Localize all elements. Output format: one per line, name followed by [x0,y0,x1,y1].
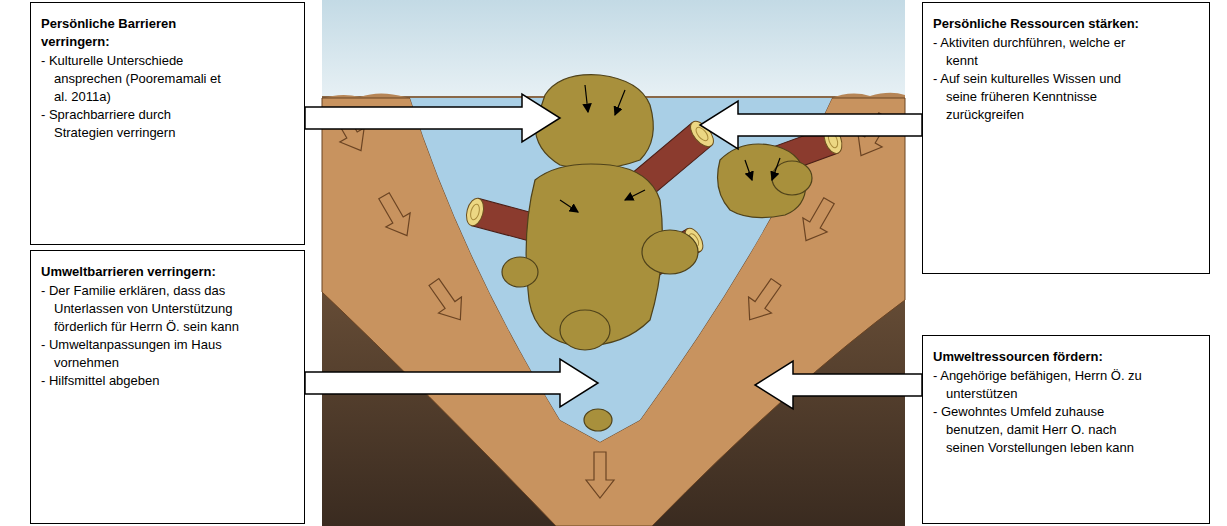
text-box: Umweltressourcen fördern:- Angehörige be… [922,335,1210,524]
influence-arrow [700,101,922,149]
pressure-arrow [745,160,752,180]
list-item: - Hilfsmittel abgeben [41,372,241,390]
flow-arrow [422,274,471,328]
flow-arrow [372,189,419,243]
pressure-arrow [585,85,588,112]
list-item: - Umweltanpassungen im Haus vornehmen [41,336,241,372]
rock [502,257,538,287]
list-item: - Aktiviten durchführen, welche er kennt [933,34,1148,70]
rock [584,409,612,431]
box-heading: Persönliche Ressourcen stärken: [933,15,1148,33]
flow-arrow [586,452,614,498]
pressure-arrow [772,158,780,180]
box-heading: Umweltressourcen fördern: [933,348,1148,366]
box-heading: Persönliche Barrieren verringern: [41,15,231,51]
rock [642,230,698,274]
list-item: - Kulturelle Unterschiede ansprechen (Po… [41,52,231,106]
log-end [464,196,487,227]
text-box: Persönliche Ressourcen stärken:- Aktivit… [922,2,1210,274]
text-column: Persönliche Ressourcen stärken:- Aktivit… [933,15,1148,124]
list-item: - Sprachbarriere durch Strategien verrin… [41,106,231,142]
list-item: - Auf sein kulturelles Wissen und seine … [933,70,1148,124]
influence-arrows [305,94,922,409]
rock [560,310,610,350]
text-column: Umweltressourcen fördern:- Angehörige be… [933,348,1148,457]
log-ring [469,203,481,221]
flow-arrow [738,274,787,328]
list-item: - Gewohntes Umfeld zuhause benutzen, dam… [933,403,1148,457]
list-item: - Der Familie erklären, dass das Unterla… [41,282,241,336]
pressure-arrow [625,190,645,200]
rock [772,161,812,195]
influence-arrow [755,361,922,409]
text-column: Persönliche Barrieren verringern:- Kultu… [41,15,231,142]
pressure-arrow [560,200,578,212]
pressure-arrow [615,90,625,115]
list-item: - Angehörige befähigen, Herrn Ö. zu unte… [933,367,1148,403]
pressure-arrows [560,85,780,212]
text-box: Umweltbarrieren verringern:- Der Familie… [30,250,305,524]
text-box: Persönliche Barrieren verringern:- Kultu… [30,2,305,245]
box-heading: Umweltbarrieren verringern: [41,263,241,281]
influence-arrow [305,94,560,142]
text-column: Umweltbarrieren verringern:- Der Familie… [41,263,241,390]
influence-arrow [305,359,598,407]
